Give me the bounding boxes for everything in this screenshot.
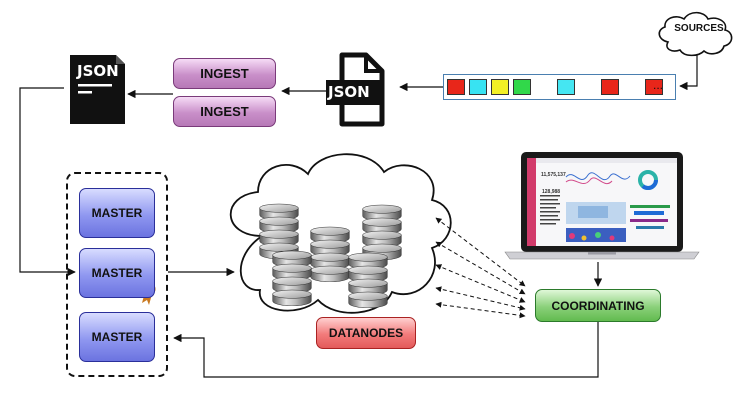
ingest-node-1: INGEST: [173, 58, 276, 89]
stream-event-cell: [557, 79, 575, 95]
master-node-1: MASTER: [79, 188, 155, 238]
stream-event-cell: [535, 79, 553, 95]
json-document-icon: [70, 55, 125, 124]
stream-event-cell: [579, 79, 597, 95]
stream-event-cell: [623, 79, 641, 95]
coordinating-node: COORDINATING: [535, 289, 661, 322]
dashed-links: [435, 217, 526, 319]
master-cluster: [66, 172, 168, 377]
stream-event-cell: [601, 79, 619, 95]
stream-event-cell: [645, 79, 663, 95]
sources-cloud: [658, 11, 733, 57]
stream-ellipsis: ...: [653, 78, 664, 92]
datanodes-label: DATANODES: [316, 317, 416, 349]
laptop-dashboard: 11,575,137 128,988: [504, 152, 700, 260]
sources-to-stream-arrow: [679, 55, 698, 91]
master-node-3: MASTER: [79, 312, 155, 362]
stream-event-cell: [447, 79, 465, 95]
stream-event-cell: [491, 79, 509, 95]
master-node-2: MASTER: [79, 248, 155, 298]
json-to-master-arrow: [19, 87, 76, 277]
json-file-label: JSON: [328, 83, 370, 101]
coordinating-to-master-arrow: [173, 322, 599, 378]
stream-event-cell: [469, 79, 487, 95]
stream-event-cell: [513, 79, 531, 95]
dashboard-metric-2: 128,988: [542, 189, 560, 195]
ingest-node-2: INGEST: [173, 96, 276, 127]
json-doc-label: JSON: [77, 62, 119, 80]
dashboard-metric-1: 11,575,137: [541, 172, 566, 178]
sources-label: SOURCES: [674, 23, 724, 34]
json-file-icon: [326, 52, 385, 127]
